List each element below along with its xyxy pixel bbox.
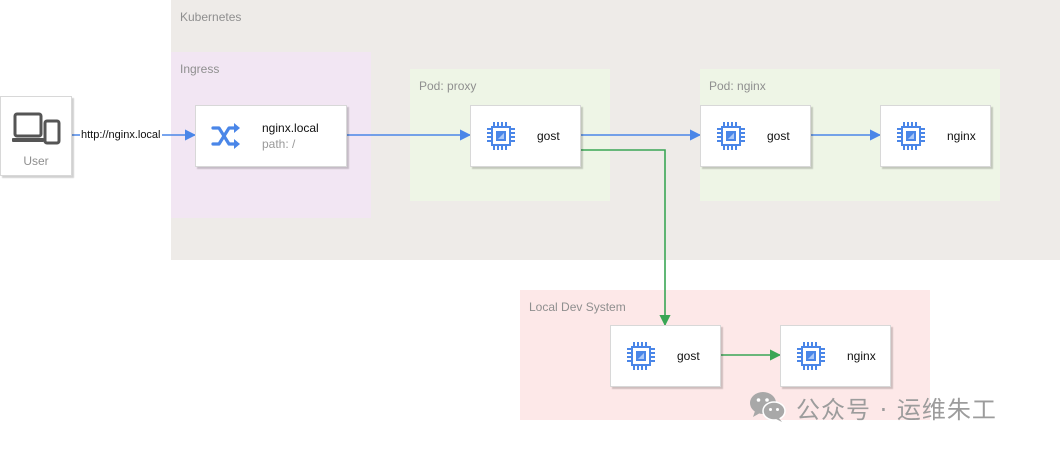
- chip-icon: [627, 342, 655, 370]
- pod-nginx-label: nginx: [947, 129, 976, 143]
- chip-icon: [797, 342, 825, 370]
- proxy-gost-label: gost: [537, 129, 560, 143]
- pod-nginx-group-label: Pod: nginx: [709, 79, 766, 93]
- user-node[interactable]: User: [0, 96, 72, 176]
- devices-icon: [12, 112, 61, 145]
- user-label: User: [23, 154, 49, 168]
- pod-gost-node[interactable]: gost: [700, 105, 811, 167]
- local-gost-node[interactable]: gost: [610, 325, 721, 387]
- chip-icon: [897, 122, 925, 150]
- pod-nginx-node[interactable]: nginx: [880, 105, 991, 167]
- ingress-nginx-local-node[interactable]: nginx.local path: /: [195, 105, 347, 167]
- watermark-text: 公众号 · 运维朱工: [796, 395, 997, 424]
- ingress-host-label: nginx.local: [262, 121, 319, 135]
- ingress-group-label: Ingress: [180, 62, 220, 76]
- edge-proxy-gost-to-local-gost: [581, 149, 671, 327]
- pod-proxy-group-label: Pod: proxy: [419, 79, 477, 93]
- kubernetes-group-label: Kubernetes: [180, 10, 242, 24]
- edge-label-user-to-ingress: http://nginx.local: [80, 129, 162, 142]
- wechat-icon: [750, 392, 786, 422]
- local-gost-label: gost: [677, 349, 700, 363]
- proxy-gost-node[interactable]: gost: [470, 105, 581, 167]
- local-dev-group-label: Local Dev System: [529, 300, 626, 314]
- shuffle-icon: [211, 123, 240, 149]
- local-nginx-label: nginx: [847, 349, 876, 363]
- chip-icon: [717, 122, 745, 150]
- ingress-path-label: path: /: [262, 137, 296, 151]
- chip-icon: [487, 122, 515, 150]
- local-nginx-node[interactable]: nginx: [780, 325, 891, 387]
- pod-gost-label: gost: [767, 129, 790, 143]
- watermark: 公众号 · 运维朱工: [748, 390, 997, 424]
